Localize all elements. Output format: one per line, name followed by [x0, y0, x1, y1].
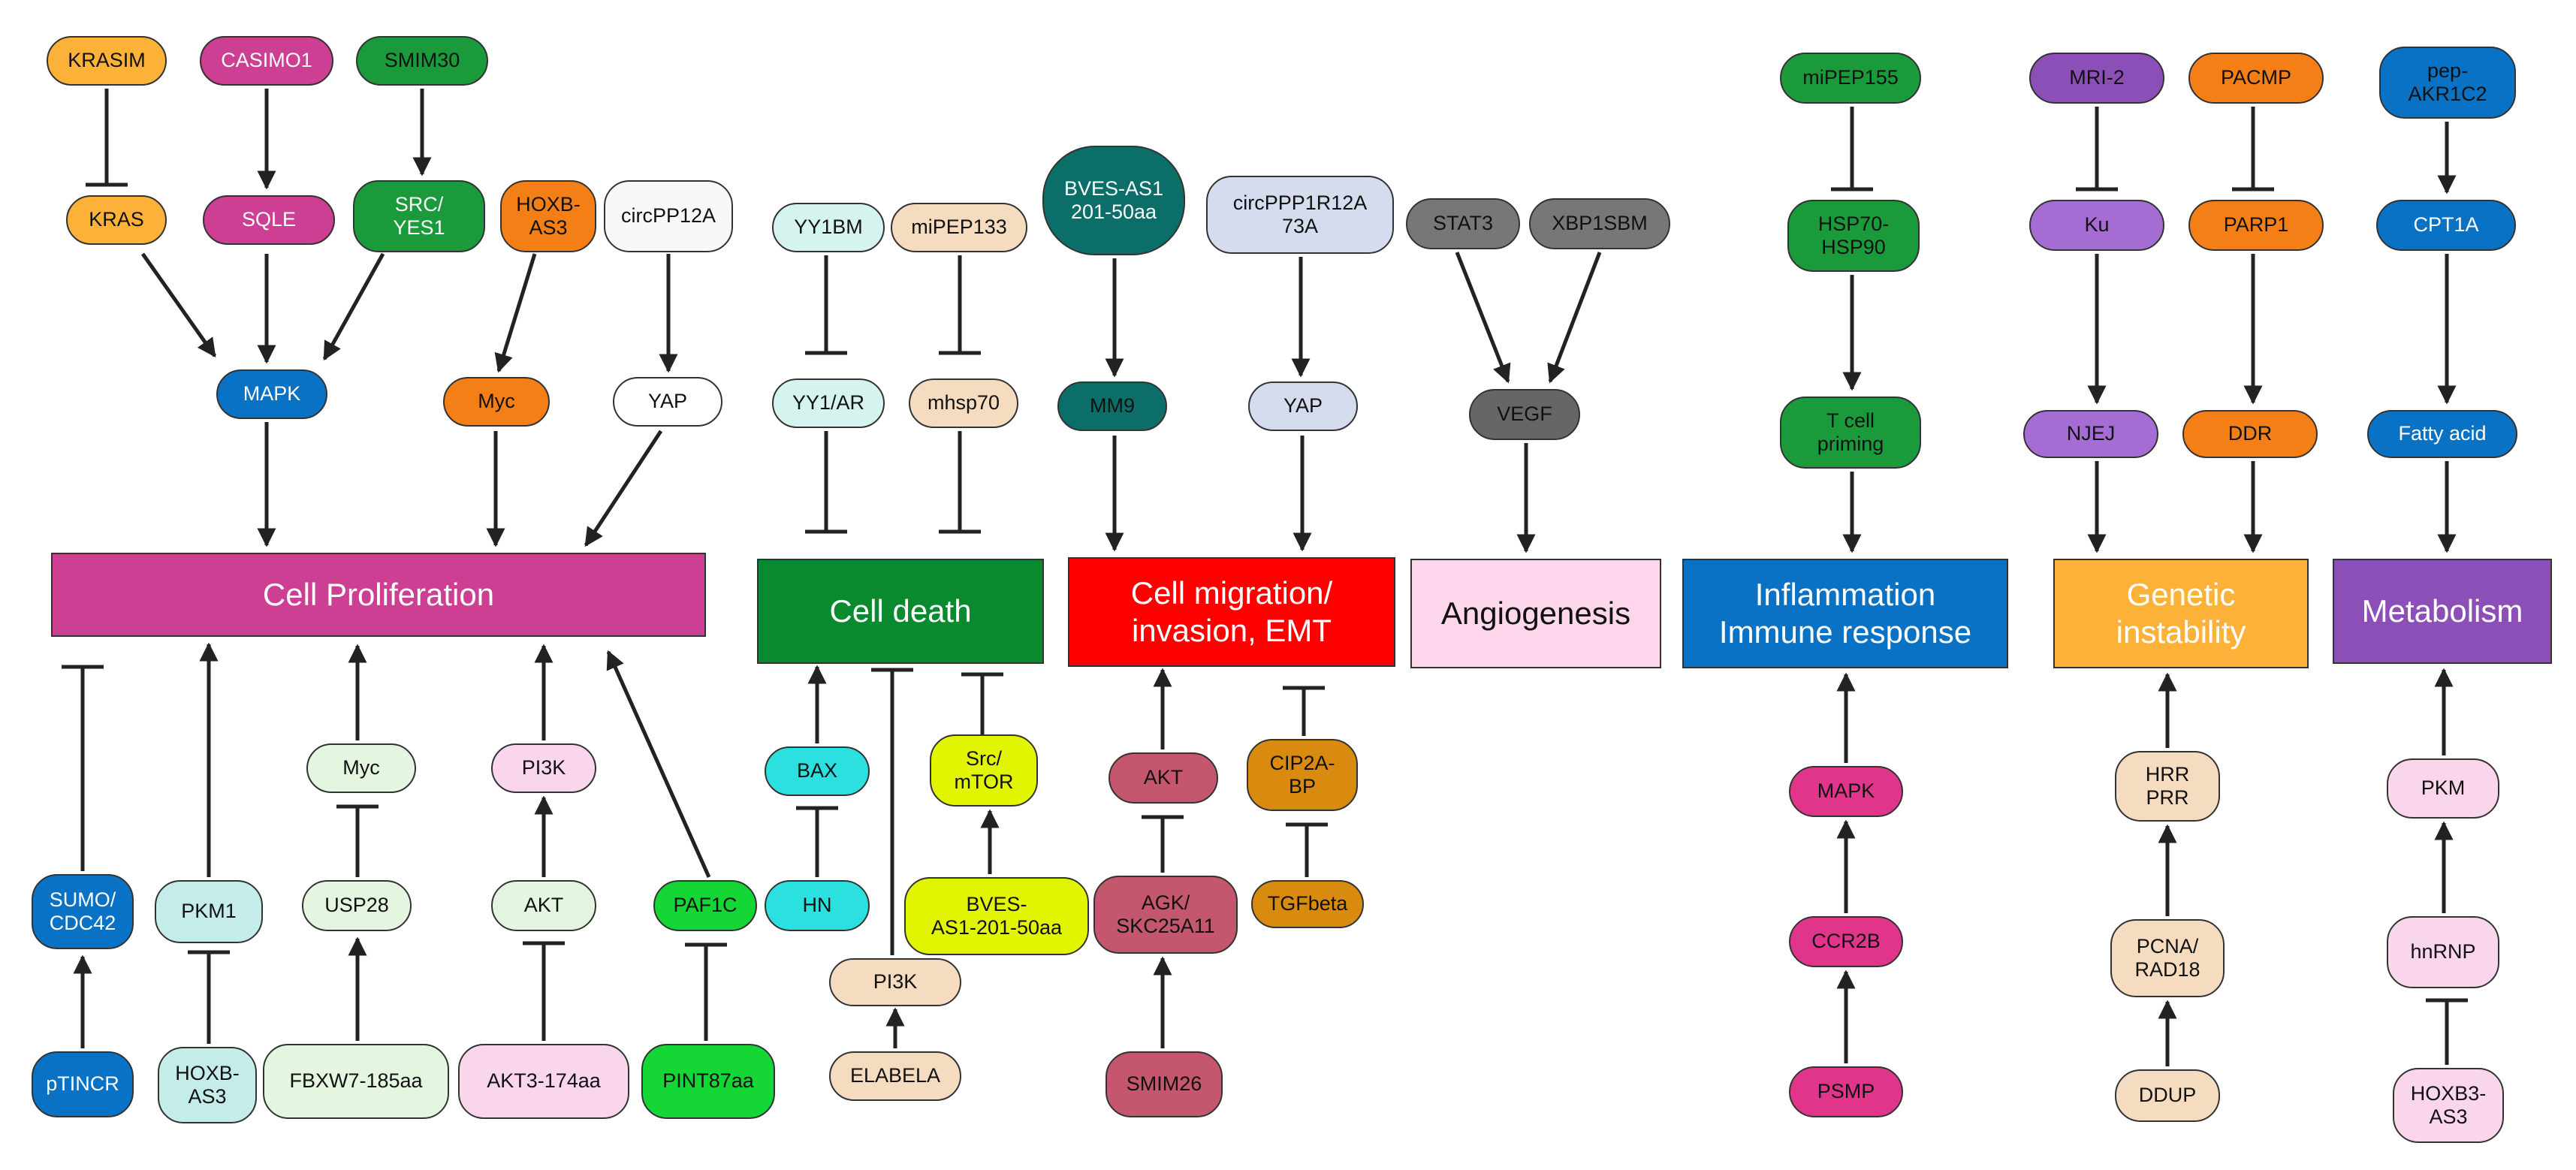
outcome-genetic-instability: Genetic instability: [2053, 559, 2309, 668]
node-mm9: MM9: [1057, 381, 1167, 431]
node-usp28: USP28: [302, 880, 412, 931]
node-pi3k-death: PI3K: [829, 958, 961, 1006]
node-akt-prolif: AKT: [491, 880, 596, 931]
node-pkm1: PKM1: [155, 880, 263, 943]
node-sumo-cdc42: SUMO/ CDC42: [32, 874, 134, 949]
node-pkm: PKM: [2387, 758, 2499, 819]
outcome-angiogenesis: Angiogenesis: [1410, 559, 1661, 668]
node-kras: KRAS: [66, 195, 167, 245]
node-mapk-inflam: MAPK: [1789, 766, 1903, 817]
node-src-yes1: SRC/ YES1: [353, 180, 485, 252]
activation-arrow: [584, 430, 663, 547]
node-pacmp: PACMP: [2188, 53, 2324, 104]
node-smim26: SMIM26: [1106, 1051, 1223, 1117]
node-bves-as1-top: BVES-AS1 201-50aa: [1042, 146, 1185, 255]
node-stat3: STAT3: [1406, 198, 1520, 249]
node-myc-top: Myc: [443, 377, 550, 427]
activation-arrow: [1547, 252, 1602, 384]
node-ddr: DDR: [2182, 410, 2318, 458]
node-agk: AGK/ SKC25A11: [1093, 876, 1238, 954]
node-pi3k-prolif: PI3K: [491, 743, 596, 793]
node-parp1: PARP1: [2188, 200, 2324, 251]
node-mapk-prolif: MAPK: [216, 369, 327, 419]
edges: [62, 89, 2468, 1066]
node-hnrnp: hnRNP: [2387, 916, 2499, 988]
node-bax: BAX: [765, 746, 870, 796]
node-mhsp70: mhsp70: [909, 378, 1018, 428]
node-cpt1a: CPT1A: [2376, 200, 2516, 251]
node-mipep133: miPEP133: [891, 203, 1027, 252]
node-smim30: SMIM30: [356, 36, 488, 86]
node-fbxw7-185aa: FBXW7-185aa: [263, 1044, 449, 1119]
node-yy1bm: YY1BM: [772, 203, 885, 252]
activation-arrow: [1455, 252, 1511, 384]
node-vegf: VEGF: [1469, 389, 1580, 440]
activation-arrow: [322, 252, 385, 361]
node-t-cell-priming: T cell priming: [1780, 397, 1921, 469]
node-pcna-rad18: PCNA/ RAD18: [2110, 919, 2225, 997]
node-hoxb-as3-bot: HOXB- AS3: [158, 1047, 257, 1123]
node-yap-mig: YAP: [1248, 381, 1358, 431]
node-cip2a-bp: CIP2A- BP: [1247, 739, 1358, 811]
outcome-cell-death: Cell death: [757, 559, 1044, 664]
node-sqle: SQLE: [203, 195, 335, 245]
node-pint87aa: PINT87aa: [641, 1044, 775, 1119]
outcome-inflammation: Inflammation Immune response: [1682, 559, 2008, 668]
node-circpp12a: circPP12A: [604, 180, 733, 252]
outcome-metabolism: Metabolism: [2333, 559, 2552, 664]
node-hrr-prr: HRR PRR: [2115, 751, 2220, 822]
node-elabela: ELABELA: [829, 1051, 961, 1101]
node-pep-akr1c2: pep- AKR1C2: [2379, 47, 2516, 119]
activation-arrow: [606, 650, 711, 879]
node-mri-2: MRI-2: [2029, 53, 2164, 104]
node-src-mtor: Src/ mTOR: [930, 734, 1038, 807]
node-akt3-174aa: AKT3-174aa: [458, 1044, 629, 1119]
node-njej: NJEJ: [2023, 410, 2158, 458]
node-fatty-acid: Fatty acid: [2367, 410, 2517, 458]
node-ptincr: pTINCR: [32, 1051, 134, 1117]
node-krasim: KRASIM: [47, 36, 167, 86]
node-circppp1r12a: circPPP1R12A 73A: [1206, 176, 1394, 254]
node-xbp1sbm: XBP1SBM: [1529, 198, 1670, 249]
outcome-cell-proliferation: Cell Proliferation: [51, 553, 706, 637]
node-paf1c: PAF1C: [653, 880, 757, 931]
node-hn: HN: [765, 880, 870, 931]
node-psmp: PSMP: [1789, 1066, 1903, 1117]
node-ku: Ku: [2029, 200, 2164, 251]
node-yap-prolif: YAP: [613, 377, 722, 427]
node-mipep155: miPEP155: [1780, 53, 1921, 104]
activation-arrow: [494, 253, 537, 373]
node-ccr2b: CCR2B: [1789, 916, 1903, 967]
node-hoxb-as3-top: HOXB- AS3: [500, 180, 596, 252]
node-hsp70-hsp90: HSP70- HSP90: [1787, 200, 1920, 272]
activation-arrow: [140, 252, 217, 358]
node-hoxb3-as3: HOXB3- AS3: [2393, 1068, 2504, 1143]
node-yy1ar: YY1/AR: [772, 378, 885, 428]
node-ddup: DDUP: [2115, 1069, 2220, 1122]
node-tgfbeta: TGFbeta: [1251, 880, 1364, 928]
node-akt-mig: AKT: [1109, 752, 1218, 804]
node-myc-bot: Myc: [306, 743, 416, 793]
node-casimo1: CASIMO1: [200, 36, 333, 86]
outcome-cell-migration: Cell migration/ invasion, EMT: [1068, 557, 1395, 667]
node-bves-as1-bot: BVES- AS1-201-50aa: [904, 877, 1089, 955]
